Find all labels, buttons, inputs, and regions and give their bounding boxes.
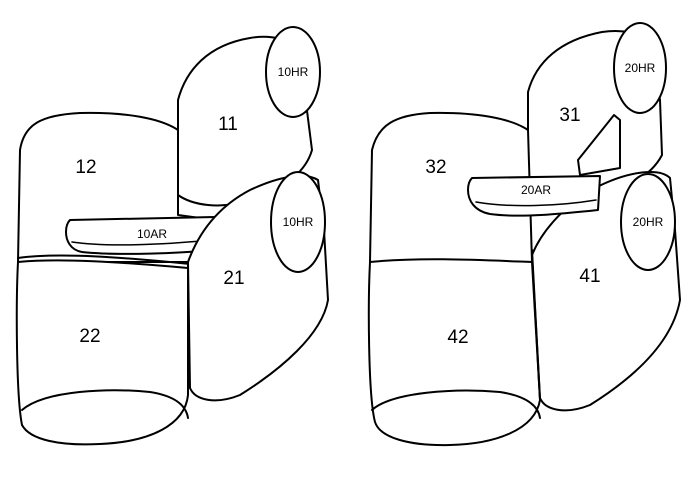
right-armrest-label: 20AR <box>521 183 551 197</box>
left-rear-back-label: 11 <box>218 114 238 135</box>
left-bottom-front-seam <box>21 389 189 419</box>
left-seat-bottom <box>15 259 189 446</box>
left-armrest-label: 10AR <box>137 227 167 241</box>
right-front-inner-edge <box>531 249 541 401</box>
right-bottom-label: 42 <box>447 327 468 348</box>
right-bottom-front-seam <box>371 389 541 419</box>
left-armrest-seam <box>71 239 213 246</box>
right-armrest-seam <box>475 199 597 207</box>
left-front-back-label: 21 <box>223 268 244 289</box>
left-rear-headrest-label: 10HR <box>278 65 309 79</box>
right-front-back-label: 41 <box>579 266 600 287</box>
left-bottom-seam <box>17 254 191 265</box>
right-front-headrest-label: 20HR <box>633 215 664 229</box>
right-seat <box>367 22 681 447</box>
left-front-headrest-label: 10HR <box>283 215 314 229</box>
right-rear-headrest-label: 20HR <box>625 61 656 75</box>
right-seat-bottom <box>367 258 541 447</box>
right-side-backrest <box>369 111 533 263</box>
left-bottom-label: 22 <box>79 326 100 347</box>
right-rear-back-label: 31 <box>559 105 580 126</box>
right-center-divider <box>577 114 621 176</box>
right-rear-headrest <box>613 22 667 114</box>
left-seat <box>15 26 329 446</box>
left-front-headrest <box>270 171 326 273</box>
left-side-back-label: 12 <box>75 157 96 178</box>
right-front-headrest <box>620 173 676 271</box>
right-armrest <box>467 175 601 217</box>
left-rear-headrest <box>265 26 321 118</box>
right-side-back-label: 32 <box>425 157 446 178</box>
